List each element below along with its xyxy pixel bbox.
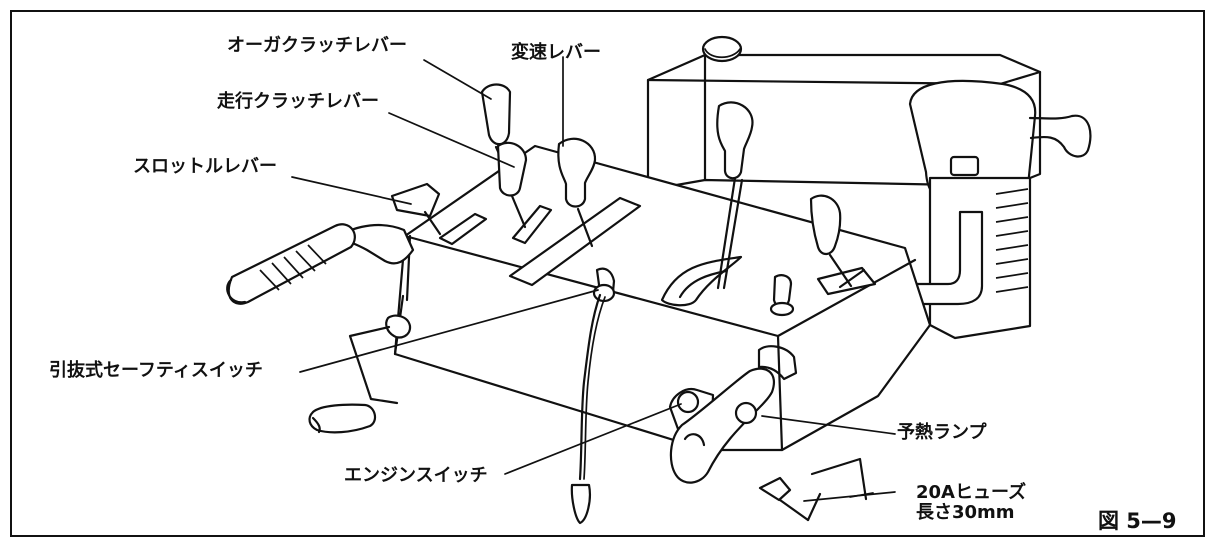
label-throttle-lever: スロットルレバー xyxy=(133,156,277,177)
label-fuse-line-1: 20Aヒューズ xyxy=(916,482,1027,503)
label-fuse-line-2: 長さ30mm xyxy=(916,501,1015,523)
engine-housing-illustration xyxy=(646,35,1092,340)
label-auger-clutch-lever: オーガクラッチレバー xyxy=(227,35,407,56)
label-shift-lever: 変速レバー xyxy=(511,42,601,63)
label-preheat-lamp: 予熱ランプ xyxy=(897,422,987,443)
switch-illustrations xyxy=(570,267,868,525)
leader-lines xyxy=(291,56,896,502)
label-pull-safety-switch: 引抜式セーフティスイッチ xyxy=(49,360,263,381)
figure-label: 図 5—9 xyxy=(1098,509,1177,533)
control-console-illustration xyxy=(393,144,932,452)
label-fuse: 20Aヒューズ 長さ30mm xyxy=(916,483,1026,523)
handle-and-crank-illustration xyxy=(226,223,415,434)
label-engine-switch: エンジンスイッチ xyxy=(344,465,488,486)
label-travel-clutch-lever: 走行クラッチレバー xyxy=(217,91,379,112)
lever-illustrations xyxy=(390,83,853,317)
